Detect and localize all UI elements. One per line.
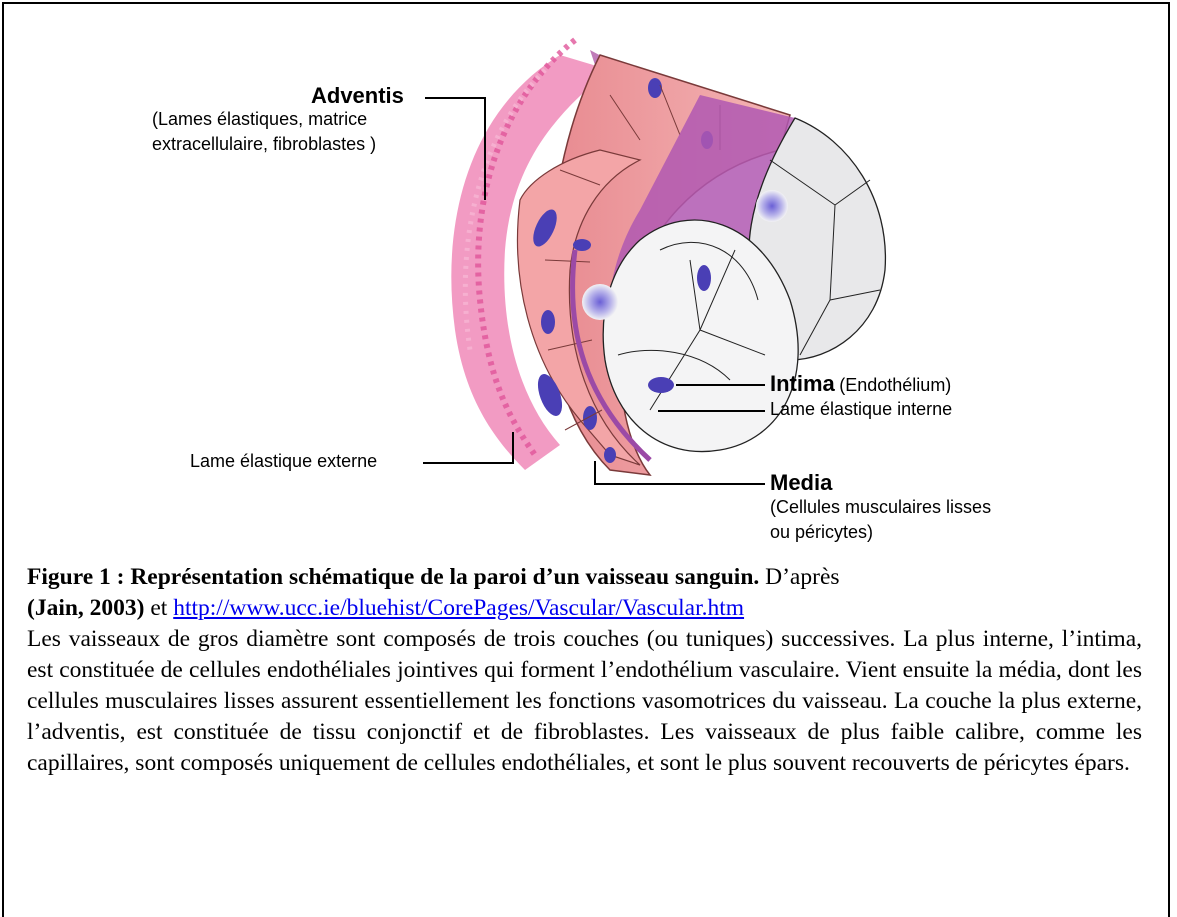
- label-lame-externe: Lame élastique externe: [190, 451, 377, 472]
- label-media: Media: [770, 470, 832, 496]
- label-adventis: Adventis: [311, 83, 404, 109]
- figure-caption: Figure 1 : Représentation schématique de…: [27, 562, 1142, 779]
- label-lame-interne: Lame élastique interne: [770, 399, 952, 420]
- label-intima-desc: (Endothélium): [839, 375, 951, 395]
- vessel-wall-diagram: [0, 0, 1177, 560]
- label-adventis-desc-1: (Lames élastiques, matrice: [152, 107, 367, 132]
- caption-after: D’après: [759, 564, 839, 590]
- label-intima-group: Intima (Endothélium): [770, 371, 951, 397]
- source-link[interactable]: http://www.ucc.ie/bluehist/CorePages/Vas…: [173, 595, 744, 621]
- label-intima: Intima: [770, 371, 835, 396]
- caption-citation: (Jain, 2003): [27, 595, 145, 621]
- caption-et: et: [145, 595, 174, 621]
- caption-title: Figure 1 : Représentation schématique de…: [27, 564, 759, 590]
- label-adventis-desc-2: extracellulaire, fibroblastes ): [152, 132, 376, 157]
- label-media-desc-1: (Cellules musculaires lisses: [770, 495, 991, 520]
- caption-heading: Figure 1 : Représentation schématique de…: [27, 562, 1142, 624]
- caption-body: Les vaisseaux de gros diamètre sont comp…: [27, 624, 1142, 779]
- label-media-desc-2: ou péricytes): [770, 520, 873, 545]
